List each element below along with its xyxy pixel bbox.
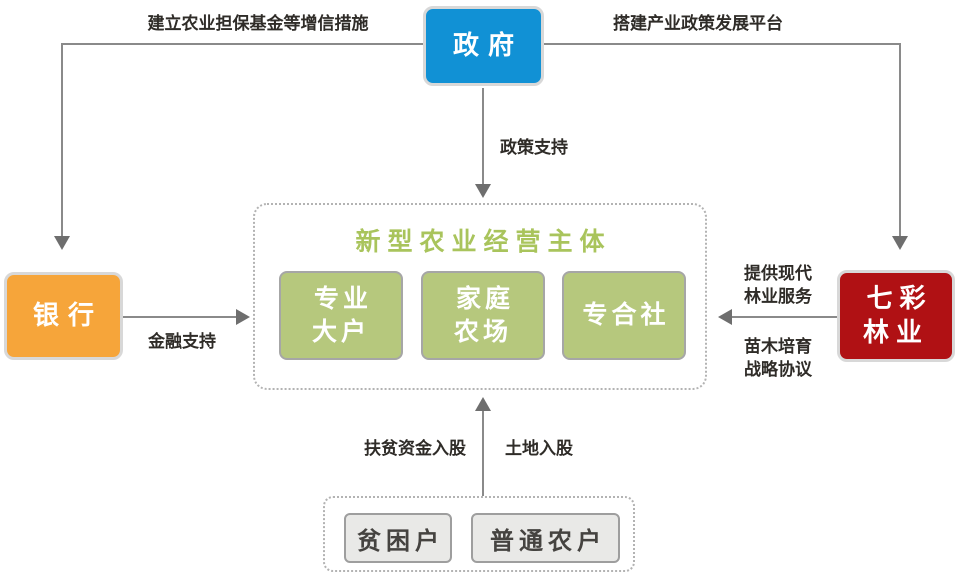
group-new-agricultural-entities: 新型农业经营主体 专业 大户 家庭 农场 专合社 [253, 203, 707, 390]
node-poor-household: 贫困户 [344, 513, 452, 563]
edge-label-seedling-agreement: 苗木培育 战略协议 [744, 337, 812, 379]
node-ordinary-farmer: 普通农户 [471, 513, 620, 563]
edge-gov-bank-vline [61, 43, 63, 236]
arrow-left-icon [718, 309, 732, 325]
edge-label-policy-support: 政策支持 [500, 138, 568, 157]
node-family-farm: 家庭 农场 [421, 271, 545, 360]
edge-gov-forestry-vline [899, 43, 901, 236]
group-farmers: 贫困户 普通农户 [323, 496, 635, 572]
node-professional-large-household: 专业 大户 [279, 271, 403, 360]
node-cooperative: 专合社 [562, 271, 686, 360]
arrow-down-icon [54, 236, 70, 250]
edge-forestry-center-hline [730, 316, 837, 318]
edge-label-gov-bank: 建立农业担保基金等增信措施 [147, 14, 369, 33]
node-forestry: 七彩 林业 [837, 270, 955, 362]
edge-gov-center-vline [482, 88, 484, 185]
arrow-down-icon [892, 236, 908, 250]
edge-label-forestry-service: 提供现代 林业服务 [744, 264, 812, 306]
node-government: 政府 [423, 6, 544, 86]
group-title: 新型农业经营主体 [355, 228, 612, 256]
edge-gov-bank-hline [62, 43, 424, 45]
arrow-down-icon [475, 184, 491, 198]
node-bank: 银行 [4, 272, 123, 360]
edge-label-land-shares: 土地入股 [505, 439, 573, 458]
edge-gov-forestry-hline [544, 43, 901, 45]
edge-bank-center-hline [123, 316, 238, 318]
edge-farmers-center-vline [482, 408, 484, 496]
edge-label-poverty-funds: 扶贫资金入股 [364, 439, 466, 458]
edge-label-financial-support: 金融支持 [148, 332, 216, 351]
edge-label-gov-forestry: 搭建产业政策发展平台 [613, 14, 783, 33]
arrow-up-icon [475, 397, 491, 411]
arrow-right-icon [236, 309, 250, 325]
